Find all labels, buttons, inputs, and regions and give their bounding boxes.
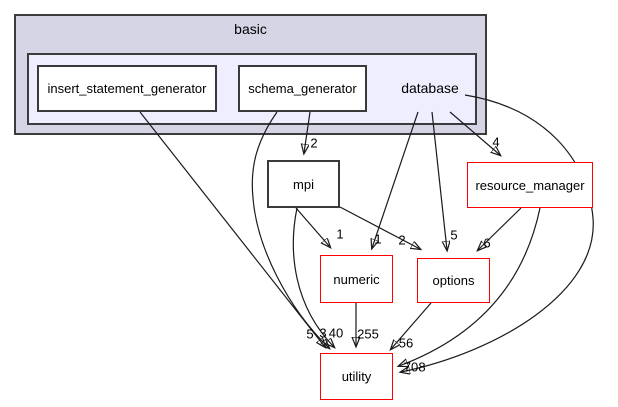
dir-node-options[interactable]: options	[417, 258, 490, 303]
edge-options-to-utility	[391, 302, 432, 349]
edge-count-mpi-options[interactable]: 2	[398, 232, 406, 248]
dir-node-database-label: database	[401, 80, 459, 96]
dir-node-numeric-label: numeric	[333, 271, 380, 287]
edge-count-resource_manager-options[interactable]: 6	[483, 235, 491, 251]
dir-node-numeric[interactable]: numeric	[320, 255, 393, 303]
edge-count-database-numeric[interactable]: 1	[374, 231, 382, 247]
edge-count-mpi-utility[interactable]: 40	[328, 325, 344, 341]
edge-count-resource_manager-utility[interactable]: 70	[403, 359, 419, 375]
edge-mpi-to-options	[339, 206, 420, 249]
edge-schema_generator-to-utility	[251, 111, 329, 348]
dir-node-mpi-label: mpi	[293, 176, 314, 192]
dir-node-options-label: options	[432, 273, 475, 288]
dir-node-mpi[interactable]: mpi	[267, 160, 340, 208]
dir-node-schema_generator-label: schema_generator	[248, 81, 357, 96]
edge-count-database-options[interactable]: 5	[450, 227, 458, 243]
dir-node-insert_statement_generator[interactable]: insert_statement_generator	[37, 65, 217, 112]
edge-count-options-utility[interactable]: 56	[398, 335, 414, 351]
edge-database-to-numeric	[372, 111, 419, 248]
dir-node-database: database	[393, 78, 467, 98]
edge-count-numeric-utility[interactable]: 255	[357, 326, 379, 342]
edge-count-database-resource_manager[interactable]: 4	[492, 134, 500, 150]
edge-insert_statement_generator-to-utility	[139, 111, 325, 347]
dir-node-schema_generator[interactable]: schema_generator	[238, 65, 367, 112]
edge-resource_manager-to-utility	[399, 207, 541, 366]
edge-database-to-resource_manager	[449, 111, 500, 155]
cluster-basic-label[interactable]: basic	[234, 21, 267, 37]
dir-node-resource_manager[interactable]: resource_manager	[467, 162, 593, 208]
edge-mpi-to-numeric	[295, 207, 330, 247]
dir-node-insert_statement_generator-label: insert_statement_generator	[47, 81, 207, 96]
dir-node-utility-label: utility	[341, 369, 372, 384]
edge-mpi-to-utility	[292, 207, 334, 347]
edge-count-mpi-numeric[interactable]: 1	[336, 226, 344, 242]
edge-count-schema_generator-mpi[interactable]: 2	[310, 135, 318, 151]
edge-schema_generator-to-mpi	[304, 111, 311, 153]
edge-count-database-utility[interactable]: 8	[418, 359, 426, 375]
edge-count-schema_generator-utility[interactable]: 3	[319, 325, 327, 341]
dir-node-utility[interactable]: utility	[320, 353, 393, 400]
dir-node-resource_manager-label: resource_manager	[475, 177, 585, 193]
edge-database-to-options	[431, 111, 447, 250]
edge-database-to-utility	[401, 94, 594, 372]
edge-resource_manager-to-options	[478, 207, 522, 250]
edge-count-insert_statement_generator-utility[interactable]: 5	[306, 326, 314, 342]
